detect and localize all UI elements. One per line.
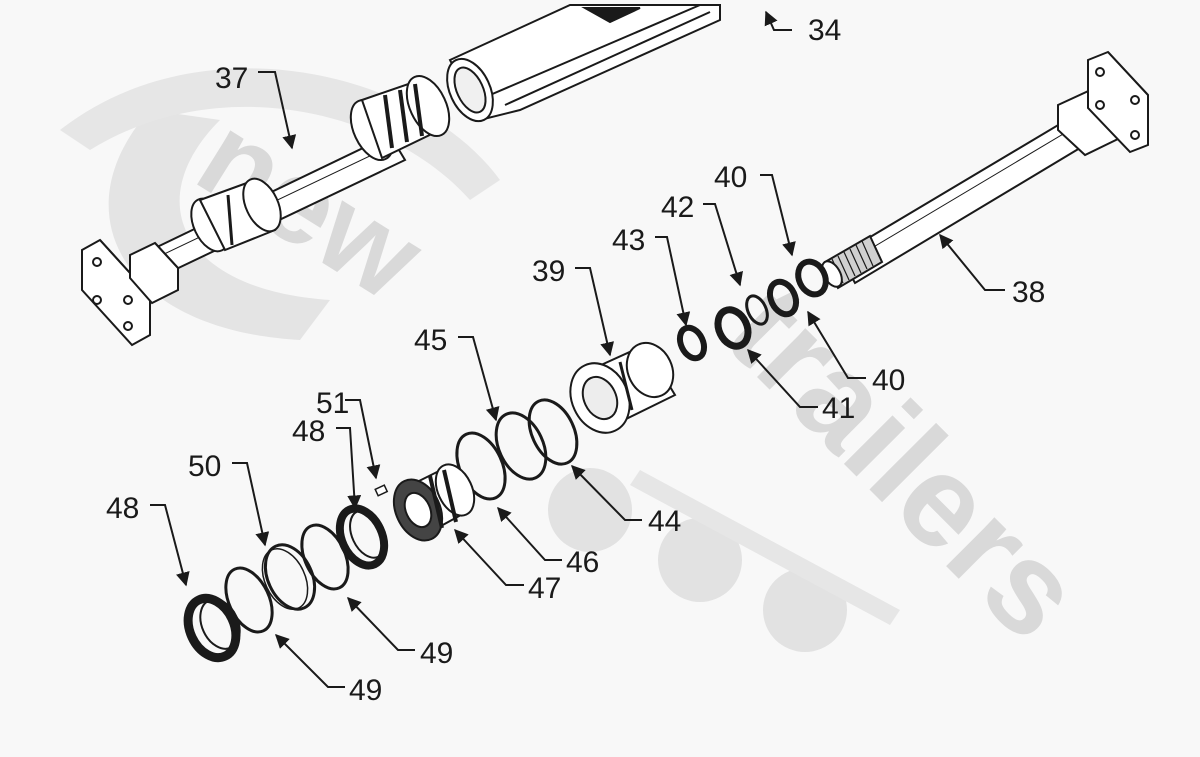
label-part-40-lower: 40 <box>872 364 905 397</box>
seal-part-41 <box>714 306 752 350</box>
label-part-45: 45 <box>414 324 447 357</box>
label-part-43: 43 <box>612 224 645 257</box>
label-part-34: 34 <box>808 14 841 47</box>
watermark-bar <box>630 470 900 625</box>
ring-cluster-left <box>183 504 389 663</box>
part-labels: 34 37 38 39 40 40 41 42 43 44 45 46 47 4… <box>106 14 1045 707</box>
seal-part-43 <box>676 324 708 362</box>
label-part-47: 47 <box>528 572 561 605</box>
label-part-41: 41 <box>822 392 855 425</box>
label-part-37: 37 <box>215 62 248 95</box>
ring-cluster-right <box>676 258 829 362</box>
seal-part-40a <box>766 278 800 318</box>
label-part-42: 42 <box>661 191 694 224</box>
label-part-48-upper: 48 <box>292 415 325 448</box>
label-part-44: 44 <box>648 505 681 538</box>
seal-part-42 <box>745 294 769 326</box>
ring-part-49b <box>224 566 274 634</box>
watermark-dot <box>658 518 742 602</box>
label-part-38: 38 <box>1012 276 1045 309</box>
label-part-50: 50 <box>188 450 221 483</box>
label-part-39: 39 <box>532 255 565 288</box>
label-part-49-lower: 49 <box>349 674 382 707</box>
leader-lines <box>150 10 1005 688</box>
label-part-51: 51 <box>316 387 349 420</box>
ring-part-49a <box>300 523 350 591</box>
bushing-part-48b <box>183 593 241 663</box>
watermark-brand-line2: trailers <box>700 257 1110 667</box>
bushing-part-48a <box>335 504 389 570</box>
lower-rod-assembly <box>821 50 1149 290</box>
seal-part-40b <box>795 258 829 298</box>
piston-part-47 <box>392 463 476 542</box>
label-part-49-upper: 49 <box>420 637 453 670</box>
upper-rod-assembly <box>81 75 451 347</box>
label-part-40-upper: 40 <box>714 161 747 194</box>
watermark-dot <box>548 468 632 552</box>
barrel-fragment <box>446 4 721 123</box>
pin-part-51 <box>374 484 389 497</box>
ring-part-50 <box>263 543 317 611</box>
label-part-48-lower: 48 <box>106 492 139 525</box>
sleeve-bearing <box>569 341 677 434</box>
label-part-46: 46 <box>566 546 599 579</box>
